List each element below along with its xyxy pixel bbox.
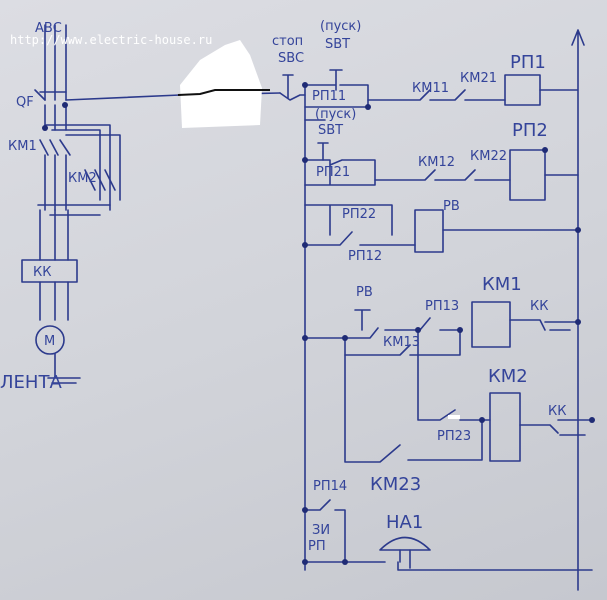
kk2-label: КК [548, 404, 566, 419]
start2-word: (пуск) [315, 107, 356, 122]
km11-label: КМ11 [412, 81, 449, 96]
watermark: http://www.electric-house.ru [10, 33, 212, 47]
km1-label: КМ1 [482, 274, 522, 295]
load-label: ЛЕНТА [0, 372, 62, 393]
junction-dots [42, 82, 595, 565]
start2-button-label: SBT [318, 123, 343, 138]
rv-contact-label: РВ [356, 285, 373, 300]
km22-label: КМ22 [470, 149, 507, 164]
rp2-label: РП2 [512, 120, 548, 141]
rp23-label: РП23 [437, 429, 471, 444]
breaker-label: QF [16, 95, 34, 110]
phases-label: АВС [35, 21, 62, 36]
rp21-label: РП21 [316, 165, 350, 180]
zi-label: ЗИ [312, 523, 330, 538]
stop-button-label: SBC [278, 51, 304, 66]
km23-label: КМ23 [370, 474, 421, 495]
rp13-label: РП13 [425, 299, 459, 314]
rp12-label: РП12 [348, 249, 382, 264]
rv-label: РВ [443, 199, 460, 214]
km12-label: КМ12 [418, 155, 455, 170]
motor-label: М [44, 334, 55, 349]
power-circuit [21, 24, 281, 384]
control-circuit [279, 29, 593, 591]
start1-word: (пуск) [320, 19, 361, 34]
km21-label: КМ21 [460, 71, 497, 86]
redaction-blob [180, 40, 262, 128]
km13-label: КМ13 [383, 335, 420, 350]
heaters-label: КК [33, 265, 51, 280]
kk1-label: КК [530, 299, 548, 314]
rp-label: РП [308, 539, 326, 554]
contactor2-label: КМ2 [68, 171, 97, 186]
rp14-label: РП14 [313, 479, 347, 494]
stop-word: стоп [272, 34, 303, 49]
rp1-label: РП1 [510, 52, 546, 73]
contactor1-label: КМ1 [8, 139, 37, 154]
rp11-label: РП11 [312, 89, 346, 104]
rp22-label: РП22 [342, 207, 376, 222]
km2-label: КМ2 [488, 366, 528, 387]
start1-button-label: SBT [325, 37, 350, 52]
ha1-label: НА1 [386, 512, 423, 533]
